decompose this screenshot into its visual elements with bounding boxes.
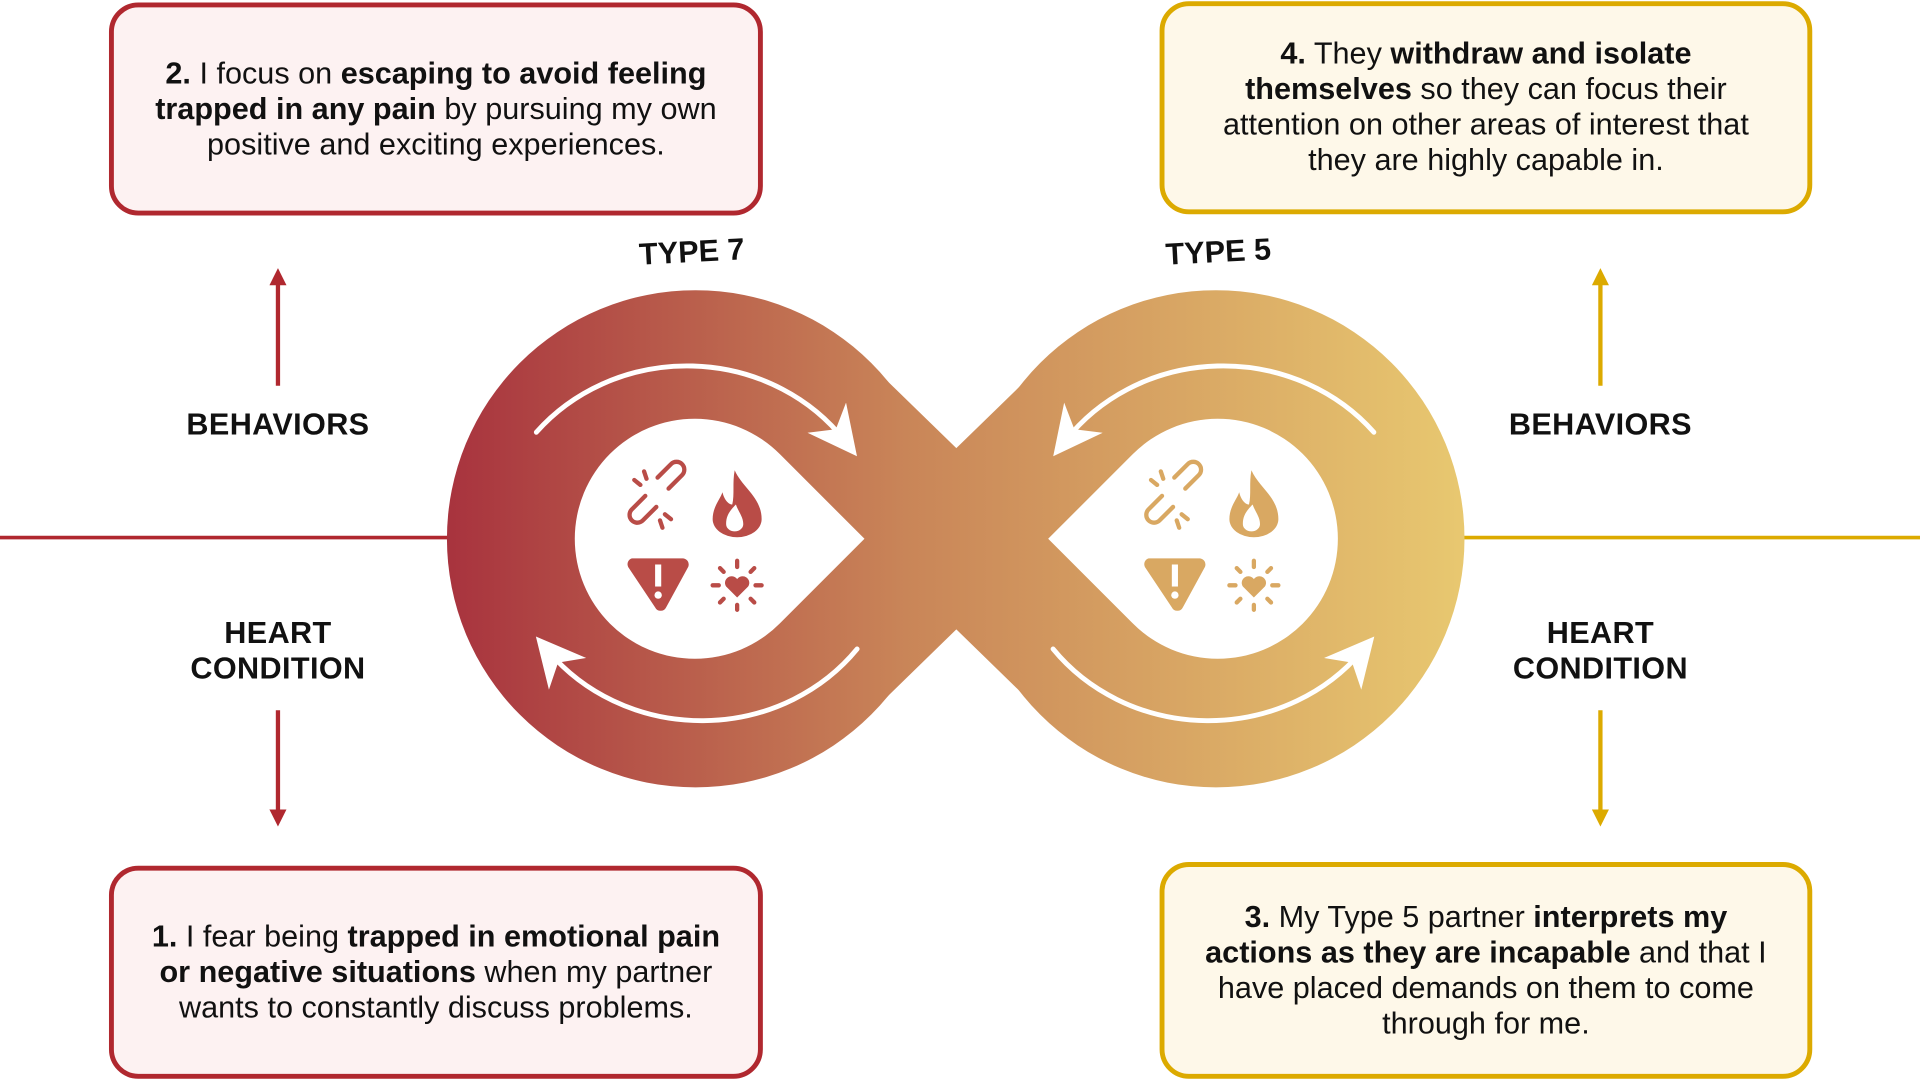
bold-text: withdraw and isolate themselves — [1245, 36, 1692, 107]
heart-burst-icon — [710, 558, 764, 612]
broken-link-icon — [1144, 459, 1204, 530]
box-1-heart-condition: 1. I fear being trapped in emotional pai… — [108, 865, 763, 1079]
text: by pursuing my own positive and exciting… — [207, 91, 717, 162]
bold-text: escaping to avoid feeling trapped in any… — [155, 55, 707, 126]
left-behaviors-label: BEHAVIORS — [186, 407, 370, 443]
heart-burst-icon — [1227, 558, 1281, 612]
box-2-behavior: 2. I focus on escaping to avoid feeling … — [108, 2, 763, 216]
text: I fear being — [177, 918, 348, 954]
text: I focus on — [190, 55, 341, 91]
box-text: 2. I focus on escaping to avoid feeling … — [146, 56, 726, 163]
cycle-arrow-right-bottom — [1050, 636, 1375, 724]
text: They — [1305, 36, 1391, 72]
bold-text: 1. — [151, 918, 178, 954]
box-4-behavior: 4. They withdraw and isolate themselves … — [1159, 1, 1813, 215]
text: My Type 5 partner — [1270, 899, 1534, 934]
bold-text: 4. — [1280, 36, 1306, 72]
heart-line: HEART — [224, 615, 332, 651]
icons-left — [627, 459, 764, 612]
cycle-arrow-left-top — [533, 363, 858, 457]
right-behaviors-label: BEHAVIORS — [1508, 407, 1692, 443]
box-3-heart-condition: 3. My Type 5 partner interprets my actio… — [1159, 862, 1813, 1079]
bold-text: interprets my actions as they are incapa… — [1205, 899, 1728, 970]
condition-line: CONDITION — [1512, 651, 1688, 686]
text: and that I have placed demands on them t… — [1217, 934, 1767, 1041]
box-text: 4. They withdraw and isolate themselves … — [1196, 37, 1775, 179]
box-text: 3. My Type 5 partner interprets my actio… — [1196, 899, 1775, 1041]
flame-icon — [712, 470, 762, 538]
broken-link-icon — [627, 459, 687, 530]
bold-text: 3. — [1244, 899, 1271, 934]
right-heart-condition-label: HEART CONDITION — [1453, 616, 1747, 687]
cycle-arrow-right-top — [1053, 363, 1377, 457]
text: so they can focus their attention on oth… — [1222, 72, 1749, 178]
left-heart-condition-label: HEART CONDITION — [131, 616, 425, 687]
icons-right — [1144, 459, 1281, 612]
box-text: 1. I fear being trapped in emotional pai… — [136, 919, 736, 1026]
cycle-arrow-left-bottom — [535, 636, 860, 724]
flame-icon — [1229, 470, 1279, 538]
condition-line: CONDITION — [190, 651, 366, 686]
heart-line: HEART — [1546, 615, 1655, 651]
bold-text: 2. — [165, 55, 191, 91]
bold-text: trapped in emotional pain or negative si… — [159, 918, 721, 989]
text: when my partner wants to constantly disc… — [178, 954, 713, 1025]
